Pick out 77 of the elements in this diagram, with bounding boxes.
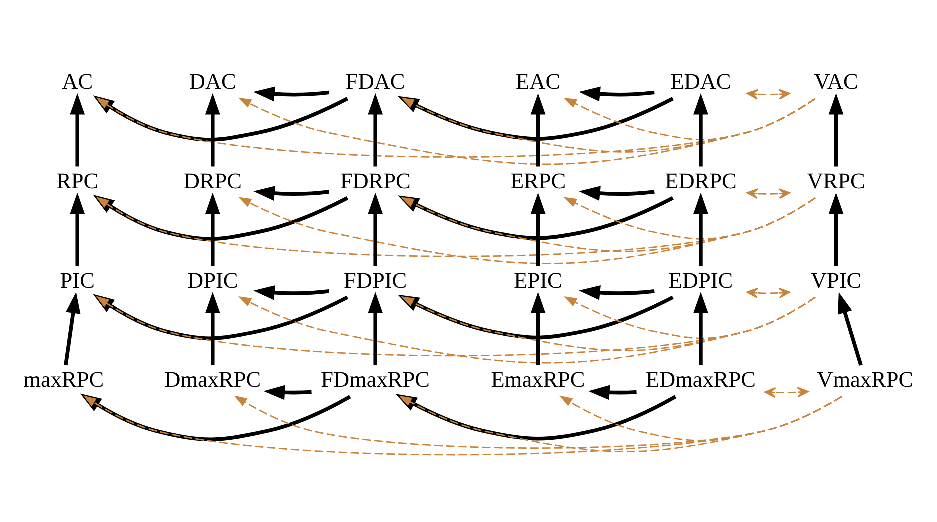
arrow: [828, 92, 844, 166]
arrow: [368, 92, 384, 166]
arrow: [564, 196, 816, 240]
arrow: [401, 196, 816, 252]
arrow: [96, 97, 816, 158]
arrow: [530, 92, 546, 166]
arrow: [564, 97, 816, 140]
node-text: VAC: [814, 68, 858, 94]
arrow: [579, 284, 655, 300]
node-text: VmaxRPC: [817, 366, 914, 392]
arrow: [238, 196, 816, 264]
arrow: [746, 287, 790, 298]
node-text: EDAC: [670, 68, 732, 94]
arrow: [205, 292, 220, 365]
arrow: [238, 296, 816, 364]
arrow: [205, 192, 220, 266]
arrow: [694, 192, 708, 266]
arrow: [368, 192, 384, 266]
arrow: [398, 294, 674, 340]
arrow: [70, 92, 86, 166]
arrow: [764, 386, 809, 398]
node-text: EDRPC: [665, 168, 737, 193]
arrow: [828, 192, 844, 266]
arrow: [96, 296, 816, 356]
node-text: EDmaxRPC: [646, 366, 756, 392]
arrow: [254, 284, 330, 300]
arrow: [96, 196, 816, 257]
arrow: [93, 294, 349, 340]
node-text: FDmaxRPC: [321, 366, 430, 392]
arrow: [401, 97, 816, 152]
arrow: [560, 395, 842, 441]
node-text: FDAC: [346, 68, 406, 94]
arrow: [746, 88, 790, 100]
arrow: [238, 97, 816, 164]
arrow: [398, 195, 674, 240]
node-text: maxRPC: [24, 366, 104, 392]
node-text: FDPIC: [344, 267, 408, 292]
arrow: [530, 292, 546, 365]
arrow: [234, 395, 842, 448]
node-text: VRPC: [807, 168, 866, 193]
arrow: [694, 92, 708, 166]
arrow: [80, 393, 352, 441]
arrow: [70, 192, 86, 266]
node-text: ERPC: [510, 168, 566, 193]
arrow: [254, 86, 330, 102]
node-text: DAC: [189, 68, 236, 94]
arrow: [579, 86, 655, 102]
node-text: EPIC: [514, 267, 562, 292]
arrow: [579, 186, 655, 200]
arrow: [64, 292, 81, 366]
node-text: RPC: [56, 168, 99, 193]
arrow: [401, 296, 816, 351]
arrow: [396, 394, 677, 440]
node-text: EmaxRPC: [491, 366, 586, 392]
arrow: [399, 395, 842, 452]
arrow: [588, 384, 637, 400]
node-text: PIC: [60, 267, 95, 292]
arrow: [564, 296, 816, 339]
arrow: [205, 92, 220, 166]
node-text: VPIC: [810, 267, 862, 292]
arrow: [398, 96, 674, 140]
node-text: AC: [62, 68, 94, 94]
arrow: [254, 186, 330, 200]
node-text: DmaxRPC: [164, 366, 262, 392]
arrow: [838, 292, 863, 366]
arrow: [746, 188, 790, 199]
arrow: [264, 384, 312, 400]
arrow: [83, 395, 842, 456]
arrow: [368, 292, 384, 365]
arrow: [93, 95, 349, 142]
node-text: FDRPC: [340, 168, 411, 193]
node-text: EAC: [516, 68, 561, 94]
arrow: [530, 192, 546, 266]
node-text: EDPIC: [668, 267, 734, 292]
node-text: DPIC: [188, 267, 238, 292]
node-text: DRPC: [184, 168, 242, 193]
arrow: [93, 194, 349, 241]
